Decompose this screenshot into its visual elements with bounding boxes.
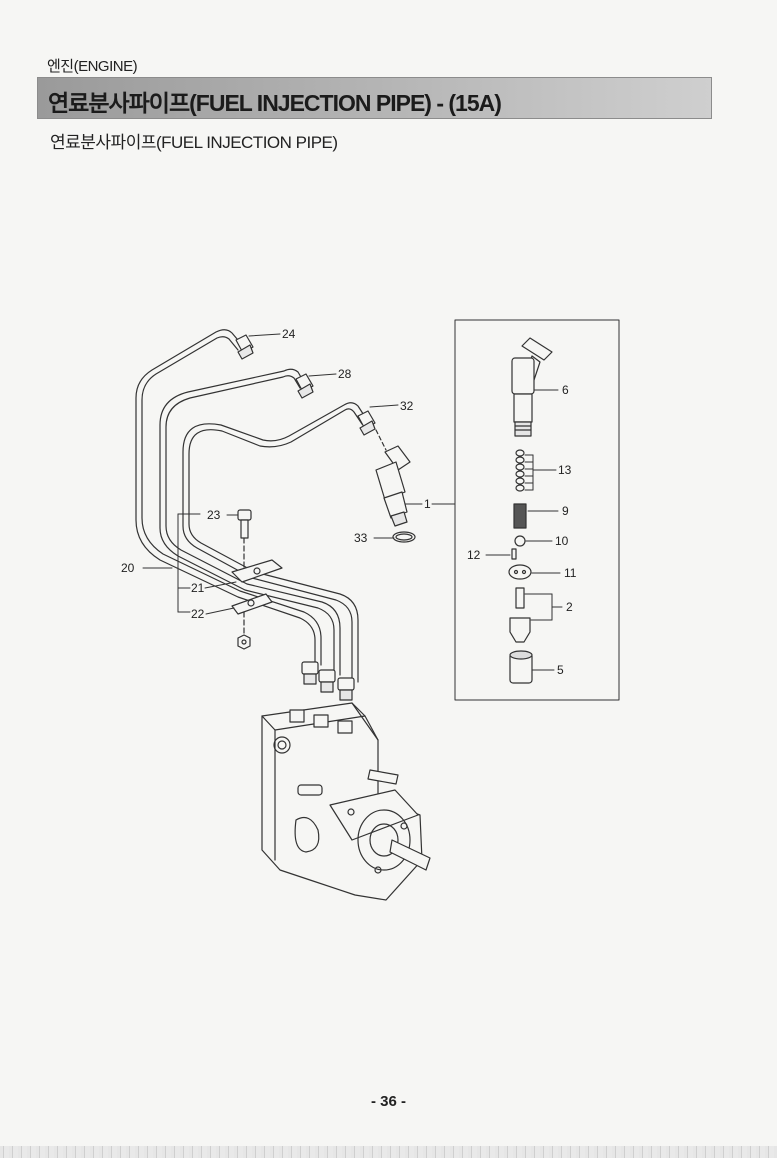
callout-1: 1 [424,497,431,511]
callout-21: 21 [191,581,205,595]
scan-edge [0,1146,777,1158]
callout-24: 24 [282,327,296,341]
callout-5: 5 [557,663,564,677]
page-title: 연료분사파이프(FUEL INJECTION PIPE) - (15A) [48,90,502,116]
callout-33: 33 [354,531,368,545]
callout-leaders [142,333,563,671]
exploded-view-frame [454,319,620,701]
callout-32: 32 [400,399,414,413]
callout-28: 28 [338,367,352,381]
callout-2: 2 [566,600,573,614]
callout-10: 10 [555,534,569,548]
callout-12: 12 [467,548,481,562]
callout-22: 22 [191,607,205,621]
callout-23: 23 [207,508,221,522]
page-number: - 36 - [370,1093,406,1110]
injection-pump [261,702,431,901]
callout-20: 20 [121,561,135,575]
exploded-parts [508,337,553,684]
title-bar: 연료분사파이프(FUEL INJECTION PIPE) - (15A) [37,77,712,119]
callout-11: 11 [564,566,577,580]
injection-pipes [135,329,376,701]
callout-6: 6 [562,383,569,397]
section-label: 엔진(ENGINE) [47,58,138,75]
pipe-clamp [231,509,283,650]
injector-assembly [375,429,416,543]
callout-9: 9 [562,504,569,518]
callout-numbers: 24 28 32 1 33 23 20 21 22 6 13 9 10 12 1… [121,327,577,677]
page-subtitle: 연료분사파이프(FUEL INJECTION PIPE) [50,133,338,152]
callout-13: 13 [558,463,572,477]
